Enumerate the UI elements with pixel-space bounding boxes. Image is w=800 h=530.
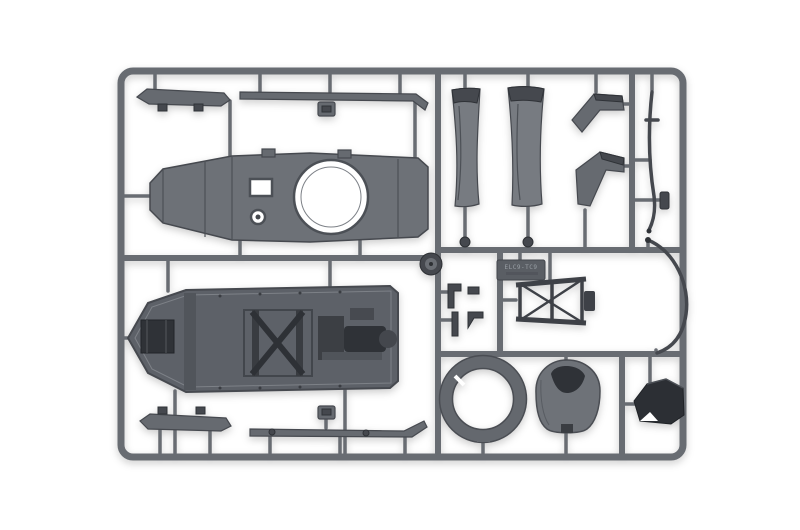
part-turret-ring: Turret ring hoop <box>438 354 528 444</box>
part-gun-shield: Gun shield / mantlet <box>535 359 601 434</box>
part-tow-cable: Curved tow cable <box>645 237 689 355</box>
part-small-brackets: Small bracket parts <box>447 283 484 337</box>
part-dark-cover: Dark angular cover piece <box>633 378 685 425</box>
part-id-plate: Sprue identification plate ELC9-TC9 <box>496 259 546 281</box>
sprue-plate-code: ELC9-TC9 <box>505 264 538 271</box>
part-bolt-fittings: Small bolt fittings <box>459 236 534 248</box>
part-antenna-rod: Thin antenna rod <box>644 90 670 234</box>
part-lower-hull-tub: Lower hull tub with interior detail <box>126 284 399 394</box>
part-side-panel-a: Vertical side panel A <box>451 87 481 208</box>
part-top-long-strip: Long trim strip (top) <box>239 91 429 117</box>
part-fender-lower: Angled fender piece (lower) <box>575 151 625 207</box>
part-fender-upper: Angled fender piece (upper right) <box>571 93 625 133</box>
part-wheel-hub: Wheel hub disc <box>419 252 443 276</box>
sprue-outer-frame <box>117 67 687 461</box>
part-bottom-long-strip: Long trim strip (bottom) <box>249 405 428 438</box>
part-bottom-fender-strip: Thin fender strip (bottom left) <box>139 406 232 432</box>
part-top-fender-strip: Thin fender strip (top left) <box>135 88 231 112</box>
part-mount-frame: Mount frame with cross brace <box>515 276 595 326</box>
sprue-gates <box>122 72 662 455</box>
part-side-panel-b: Vertical side panel B <box>507 86 545 207</box>
part-upper-hull-deck: Upper hull deck with turret ring opening <box>149 148 429 243</box>
sprue-frame-group: Gray plastic model-kit sprue (injection … <box>117 67 689 461</box>
